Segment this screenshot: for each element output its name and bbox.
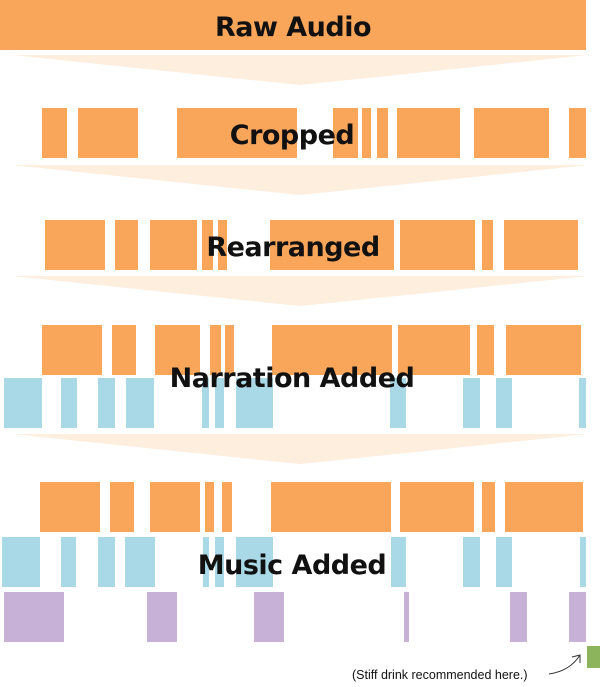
audio-clip: [377, 108, 388, 158]
narration-stage-audio-track: [42, 325, 581, 375]
narration-clip: [496, 378, 512, 428]
narration-clip: [236, 537, 273, 587]
flow-arrow: [12, 165, 588, 195]
audio-clip: [205, 482, 214, 532]
stage-narration-added: Narration Added: [4, 325, 586, 428]
stage-raw-audio: Raw Audio: [0, 0, 586, 50]
audio-clip: [270, 220, 394, 270]
narration-clip: [98, 378, 115, 428]
narration-clip: [463, 537, 480, 587]
flow-arrow: [12, 276, 588, 306]
audio-clip: [569, 108, 586, 158]
stage-music-added: Music Added: [2, 482, 586, 642]
note-arrow-icon: [548, 654, 581, 675]
audio-clip: [482, 482, 495, 532]
music-clip: [569, 592, 586, 642]
music-clip: [510, 592, 527, 642]
cropped-audio-track: [42, 108, 586, 158]
audio-clip: [272, 325, 392, 375]
audio-clip: [115, 220, 138, 270]
stage-rearranged: Rearranged: [45, 220, 578, 270]
narration-clip: [215, 378, 224, 428]
note-arrowhead-icon: [571, 654, 581, 663]
audio-clip: [150, 482, 200, 532]
narration-clip: [463, 378, 480, 428]
narration-clip: [203, 537, 209, 587]
narration-clip: [61, 378, 77, 428]
narration-clip: [391, 537, 406, 587]
audio-clip: [271, 482, 391, 532]
music-clip: [254, 592, 284, 642]
audio-clip: [398, 325, 470, 375]
audio-clip: [42, 325, 102, 375]
audio-clip: [477, 325, 494, 375]
stage-label-rearranged: Rearranged: [206, 232, 379, 263]
narration-clip: [126, 378, 154, 428]
flow-arrow: [12, 434, 588, 464]
audio-clip: [177, 108, 297, 158]
note-text: (Stiff drink recommended here.): [352, 668, 528, 682]
stage-label-cropped: Cropped: [230, 120, 354, 151]
music-clip: [404, 592, 409, 642]
rearranged-audio-track: [45, 220, 578, 270]
audio-clip: [397, 108, 460, 158]
audio-clip: [505, 482, 583, 532]
stage-cropped: Cropped: [42, 108, 586, 158]
raw-audio-track: [0, 0, 586, 50]
audio-clip: [474, 108, 549, 158]
note-marker: [587, 646, 600, 668]
narration-clip: [125, 537, 155, 587]
audio-clip: [225, 325, 234, 375]
audio-clip: [150, 220, 197, 270]
music-stage-narration-track: [2, 537, 586, 587]
narration-clip: [496, 537, 512, 587]
audio-clip: [110, 482, 134, 532]
audio-clip: [222, 482, 232, 532]
audio-clip: [506, 325, 581, 375]
audio-clip: [42, 108, 67, 158]
audio-clip: [210, 325, 221, 375]
audio-clip: [504, 220, 578, 270]
music-track: [4, 592, 586, 642]
audio-clip: [400, 220, 475, 270]
narration-clip: [61, 537, 76, 587]
flow-arrow: [12, 55, 588, 85]
narration-clip: [579, 378, 586, 428]
narration-clip: [580, 537, 586, 587]
audio-clip: [218, 220, 227, 270]
audio-clip: [482, 220, 493, 270]
narration-clip: [98, 537, 115, 587]
narration-clip: [215, 537, 224, 587]
music-clip: [4, 592, 64, 642]
audio-clip: [400, 482, 474, 532]
audio-clip: [40, 482, 100, 532]
narration-clip: [4, 378, 42, 428]
audio-clip: [202, 220, 213, 270]
music-clip: [147, 592, 177, 642]
audio-clip: [78, 108, 138, 158]
audio-clip: [45, 220, 105, 270]
audio-clip: [333, 108, 358, 158]
narration-clip: [236, 378, 273, 428]
stiff-drink-note: (Stiff drink recommended here.): [352, 646, 600, 682]
audio-clip: [362, 108, 371, 158]
narration-clip: [390, 378, 406, 428]
stage-label-music-added: Music Added: [198, 550, 387, 581]
narration-track: [4, 378, 586, 428]
stage-label-narration-added: Narration Added: [170, 363, 415, 394]
audio-clip: [112, 325, 136, 375]
narration-clip: [202, 378, 209, 428]
narration-clip: [2, 537, 40, 587]
stage-label-raw-audio: Raw Audio: [215, 12, 371, 43]
audio-clip: [155, 325, 200, 375]
music-stage-audio-track: [40, 482, 583, 532]
